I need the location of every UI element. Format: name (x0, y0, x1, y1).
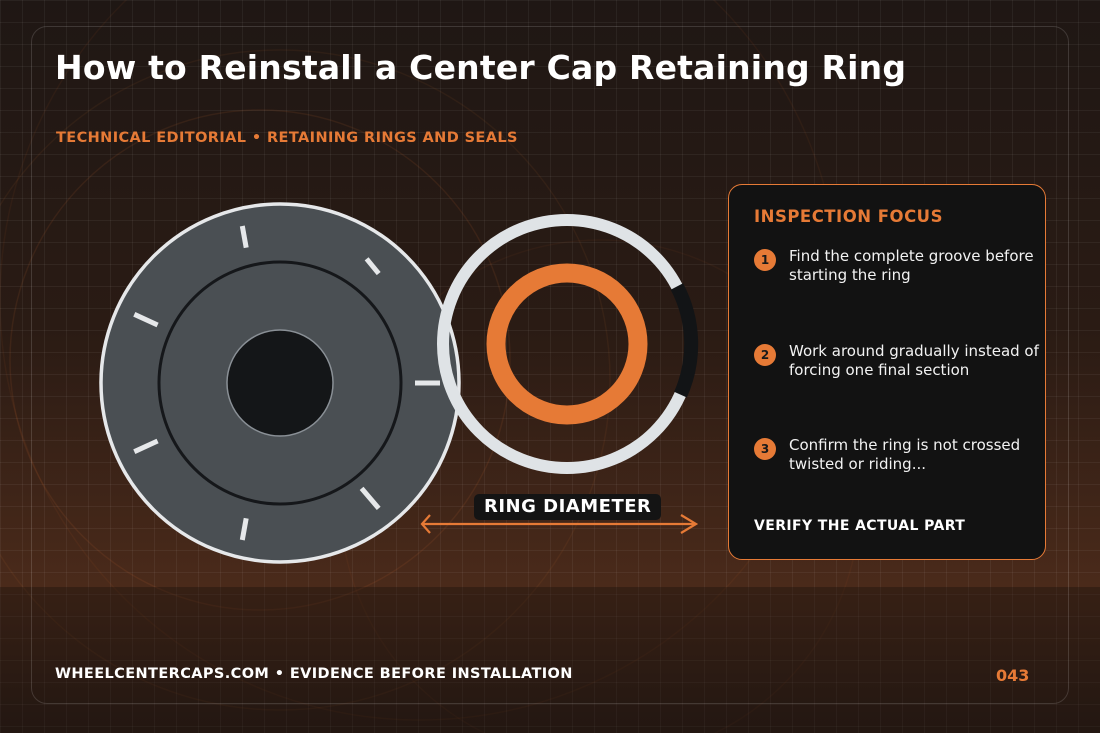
step-number-badge: 2 (754, 344, 776, 366)
cap-tick-marks (133, 225, 440, 541)
page-number: 043 (996, 666, 1030, 685)
page-title: How to Reinstall a Center Cap Retaining … (55, 48, 907, 87)
page-subtitle: TECHNICAL EDITORIAL • RETAINING RINGS AN… (56, 130, 518, 146)
footer-credit: WHEELCENTERCAPS.COM • EVIDENCE BEFORE IN… (55, 666, 573, 682)
ring-diameter-label: RING DIAMETER (474, 494, 662, 520)
step-text: Confirm the ring is not crossed twisted … (789, 436, 1021, 473)
diameter-arrow (420, 514, 699, 534)
content-frame (31, 26, 1069, 704)
step-number-badge: 3 (754, 438, 776, 460)
step-number-badge: 1 (754, 249, 776, 271)
center-cap-graphic (99, 202, 461, 564)
panel-title: INSPECTION FOCUS (754, 207, 943, 226)
step-text: Work around gradually instead of forcing… (789, 342, 1039, 379)
step-text: Find the complete groove before starting… (789, 247, 1034, 284)
panel-footer: VERIFY THE ACTUAL PART (754, 518, 966, 534)
retaining-ring-graphic (437, 214, 699, 474)
bottom-band (0, 587, 1100, 733)
inspection-focus-panel: INSPECTION FOCUS 1 Find the complete gro… (728, 184, 1046, 560)
